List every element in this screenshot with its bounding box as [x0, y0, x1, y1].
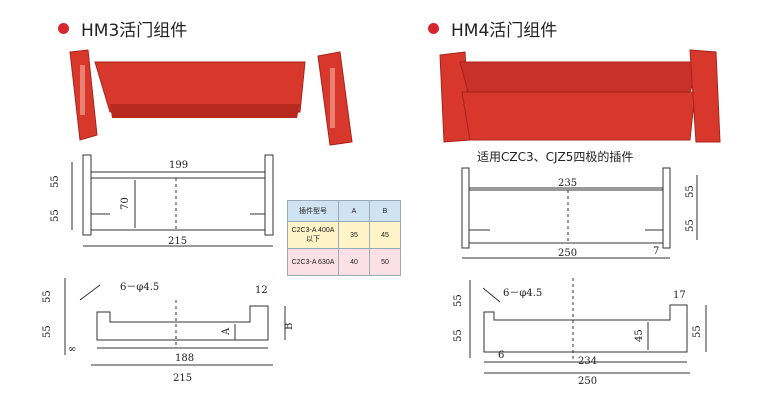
- hm3-side-total: 188: [175, 353, 194, 364]
- hm4-front-edge: 7: [653, 246, 659, 257]
- hm3-shutter-body: [94, 61, 306, 113]
- hm3-photo: [69, 49, 353, 146]
- hm4-front-width-top: 235: [558, 178, 577, 189]
- hm4-side-hole: 6－φ4.5: [503, 288, 542, 299]
- table-cell-model: C2C3-A 400A以下: [287, 221, 339, 249]
- spec-table: 插件型号 A B C2C3-A 400A以下 35 45 C2C3-A 630A…: [287, 200, 401, 276]
- hm4-side-plate-right: [689, 49, 721, 143]
- hm4-side-view: [469, 278, 707, 374]
- hm4-front-right-top: 55: [685, 185, 696, 198]
- hm4-side-left-bottom: 55: [453, 329, 464, 342]
- table-header: 插件型号: [287, 200, 339, 222]
- hm4-side-overall: 250: [578, 376, 597, 387]
- hm4-side-height: 45: [634, 329, 645, 342]
- hm4-side-left-top: 55: [453, 294, 464, 307]
- table-cell-b: 45: [369, 221, 401, 249]
- bullet-icon: [58, 23, 69, 34]
- hm3-front-view: [71, 154, 274, 247]
- hm4-front-right-bottom: 55: [685, 219, 696, 232]
- table-header-row: 插件型号 A B: [287, 200, 401, 222]
- hm4-applicability-note: 适用CZC3、CJZ5四极的插件: [477, 150, 634, 164]
- hm3-side-top-width: 12: [255, 285, 268, 296]
- hm4-shutter-body: [461, 91, 696, 141]
- hm3-side-overall: 215: [173, 373, 192, 384]
- hm3-title: HM3活门组件: [58, 16, 187, 41]
- hm4-title-text: HM4活门组件: [451, 21, 558, 41]
- hm3-front-left-top: 55: [50, 175, 61, 188]
- hm3-side-dim-a: A: [221, 327, 232, 336]
- hm3-front-left-bottom: 55: [50, 209, 61, 222]
- hm3-side-hole: 6－φ4.5: [120, 282, 159, 293]
- hm4-front-view: [461, 167, 698, 259]
- hm3-side-left-bottom: 55: [42, 325, 53, 338]
- bullet-icon: [428, 23, 439, 34]
- hm3-side-left-top: 55: [42, 290, 53, 303]
- hm4-side-inner: 234: [578, 356, 597, 367]
- hm3-title-text: HM3活门组件: [81, 21, 188, 41]
- hm3-front-width-top: 199: [169, 160, 188, 171]
- hm3-side-view: [64, 278, 286, 366]
- hm4-title: HM4活门组件: [428, 16, 557, 41]
- hm4-side-right: 55: [692, 325, 703, 338]
- table-header: B: [369, 200, 401, 222]
- hm4-side-bottom-offset: 6: [498, 350, 504, 361]
- hm4-shutter-top: [459, 61, 701, 93]
- hm3-side-bottom-offset: ∞: [68, 344, 76, 355]
- table-cell-a: 40: [338, 248, 370, 276]
- hm3-front-height: 70: [120, 197, 131, 210]
- hm4-photo: [439, 49, 721, 143]
- table-header: A: [338, 200, 370, 222]
- table-row: C2C3-A 630A 40 50: [287, 248, 401, 276]
- hm4-side-top-width: 17: [673, 290, 686, 301]
- hm3-side-dim-b: B: [284, 323, 295, 330]
- hm3-front-width-bottom: 215: [168, 236, 187, 247]
- table-cell-model: C2C3-A 630A: [287, 248, 339, 276]
- table-cell-b: 50: [369, 248, 401, 276]
- table-cell-a: 35: [338, 221, 370, 249]
- hm4-front-width-bottom: 250: [558, 248, 577, 259]
- table-row: C2C3-A 400A以下 35 45: [287, 221, 401, 249]
